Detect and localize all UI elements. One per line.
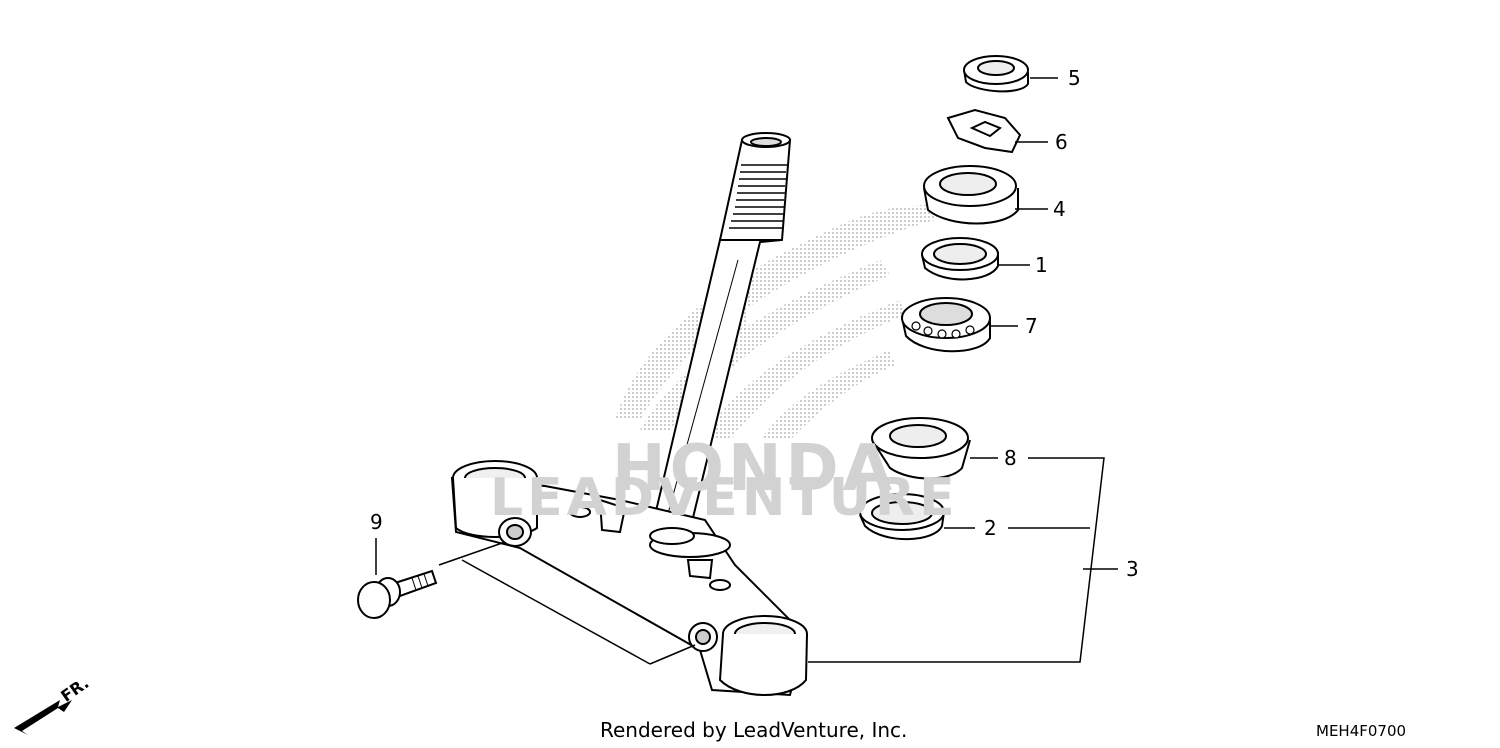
render-credit: Rendered by LeadVenture, Inc. bbox=[600, 718, 908, 742]
callout-6: 6 bbox=[1055, 130, 1068, 154]
callout-leaders bbox=[375, 77, 1118, 663]
diagram-code: MEH4F0700 bbox=[1316, 722, 1407, 740]
bearing bbox=[901, 297, 991, 353]
callout-5: 5 bbox=[1068, 66, 1081, 90]
bearing-race bbox=[871, 417, 971, 480]
bottom-bridge bbox=[450, 460, 808, 697]
lock-nut bbox=[963, 55, 1029, 93]
adjusting-nut bbox=[923, 165, 1019, 225]
callout-3: 3 bbox=[1126, 557, 1139, 581]
steering-stem bbox=[650, 132, 792, 532]
callout-8: 8 bbox=[1004, 446, 1017, 470]
bolt-leader-lines bbox=[438, 541, 696, 665]
bolt bbox=[357, 569, 438, 619]
watermark-leadventure: LEADVENTURE bbox=[490, 468, 959, 528]
callout-4: 4 bbox=[1053, 197, 1066, 221]
dust-seal bbox=[921, 237, 999, 281]
callout-2: 2 bbox=[984, 516, 997, 540]
callout-9: 9 bbox=[370, 510, 383, 534]
callout-7: 7 bbox=[1025, 314, 1038, 338]
watermark-honda: HONDA bbox=[612, 432, 897, 506]
front-direction-arrow-icon bbox=[14, 700, 72, 735]
lock-washer bbox=[946, 108, 1022, 154]
callout-1: 1 bbox=[1035, 253, 1048, 277]
lower-dust-seal bbox=[859, 493, 945, 541]
